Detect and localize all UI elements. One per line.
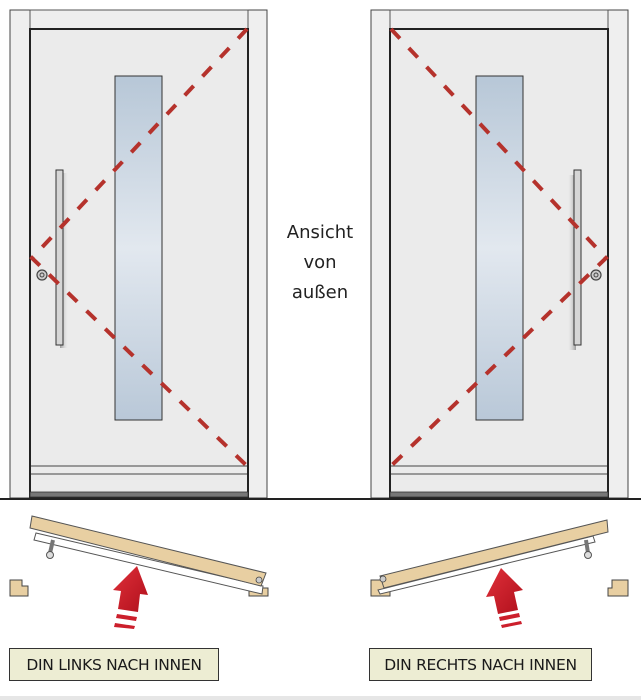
right-plan-jamb-right	[607, 579, 629, 597]
left-plan-view	[9, 515, 269, 629]
right-lock-cylinder-icon	[590, 269, 602, 281]
din-left-inward-label: DIN LINKS NACH INNEN	[9, 648, 219, 681]
left-push-arrow-icon	[113, 566, 148, 612]
left-swing-indicator-dashes	[29, 27, 249, 468]
left-plan-door-leaf	[29, 515, 267, 587]
din-right-inward-label: DIN RECHTS NACH INNEN	[369, 648, 592, 681]
right-plan-door-leaf	[379, 519, 609, 589]
left-lock-cylinder-icon	[36, 269, 48, 281]
right-plan-view	[370, 519, 629, 628]
right-door-frame-head	[389, 9, 609, 30]
caption-line-2: von	[303, 252, 337, 273]
left-plan-hinge-icon	[255, 576, 263, 584]
right-door-threshold	[389, 491, 609, 498]
right-handle-shadow	[568, 175, 576, 350]
din-right-inward-text: DIN RECHTS NACH INNEN	[384, 655, 577, 674]
din-left-inward-text: DIN LINKS NACH INNEN	[26, 655, 202, 674]
left-door-elevation	[9, 9, 268, 499]
left-handle-shadow	[60, 173, 68, 348]
left-plan-jamb-left	[9, 579, 29, 597]
right-push-arrow-icon	[486, 568, 523, 614]
right-plan-hinge-icon	[379, 575, 387, 583]
right-swing-indicator-dashes	[389, 27, 609, 468]
left-door-glass-panel	[114, 75, 163, 421]
left-door-frame-head	[29, 9, 249, 30]
right-door-handle-bar	[573, 169, 582, 346]
bottom-strip	[0, 696, 641, 700]
left-door-threshold	[29, 491, 249, 498]
right-door-elevation	[370, 9, 629, 499]
right-door-glass-panel	[475, 75, 524, 421]
view-from-outside-caption: Ansicht von außen	[262, 218, 378, 308]
left-door-handle-bar	[55, 169, 64, 346]
right-plan-handle-icon	[584, 551, 592, 559]
left-plan-handle-icon	[46, 551, 54, 559]
caption-line-1: Ansicht	[286, 222, 354, 243]
caption-line-3: außen	[291, 282, 349, 303]
